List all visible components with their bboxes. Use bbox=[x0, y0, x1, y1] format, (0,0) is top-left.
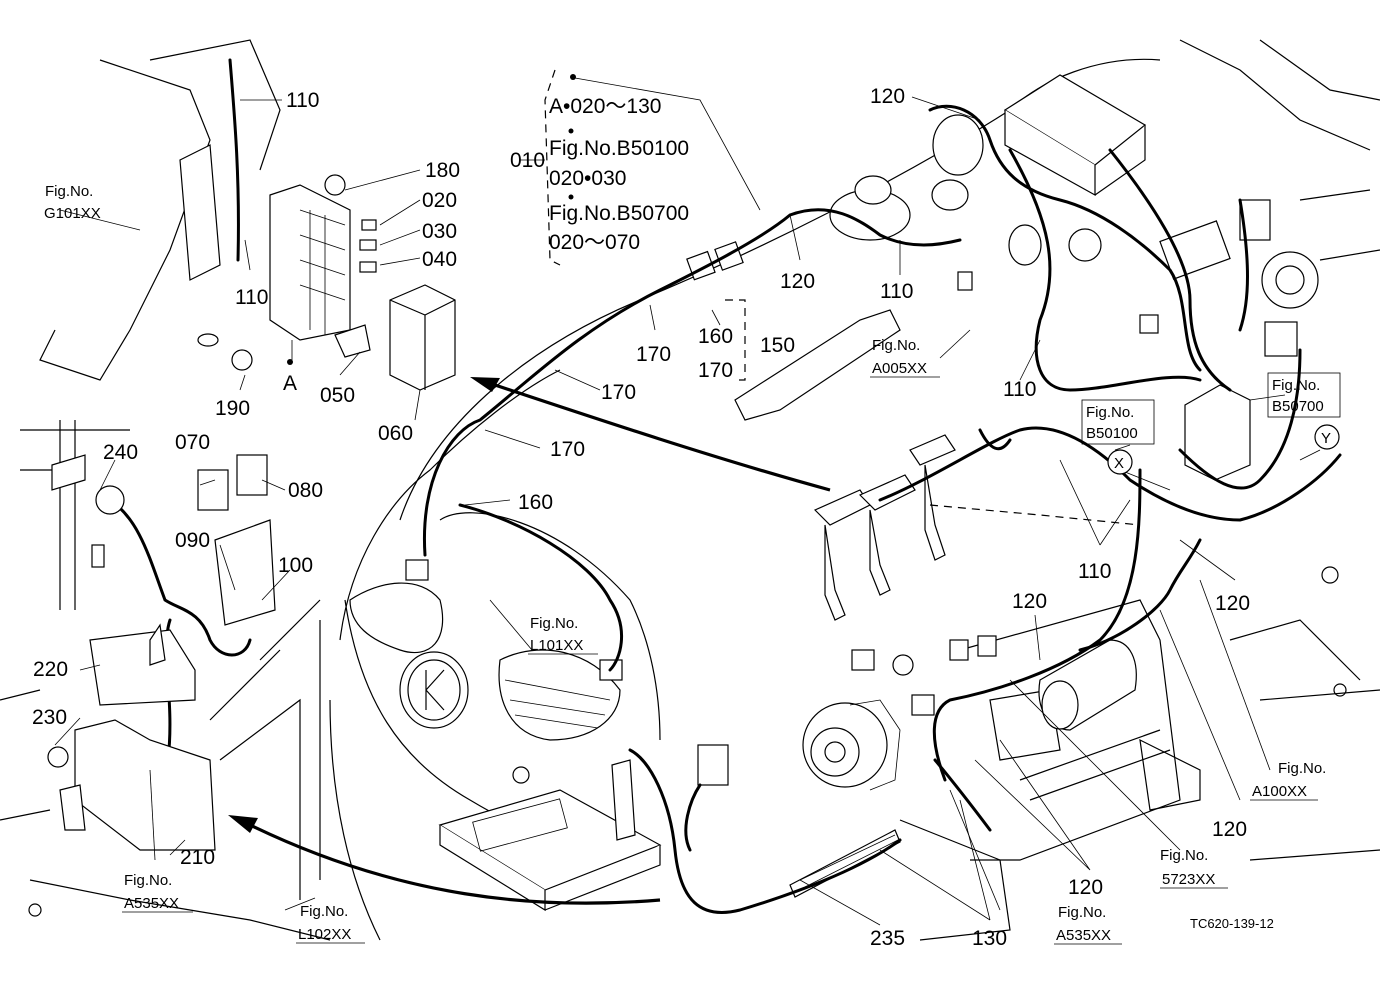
callout-120: 120 bbox=[780, 270, 815, 293]
callout-a: A bbox=[283, 372, 297, 395]
marker-x bbox=[1107, 449, 1133, 475]
figure-ref-a535xx-bottom: Fig.No. A535XX bbox=[1054, 904, 1122, 945]
note-line: A•020～130 bbox=[549, 95, 661, 118]
callout-120: 120 bbox=[1212, 818, 1247, 841]
callout-170: 170 bbox=[550, 438, 585, 461]
svg-text:Fig.No.: Fig.No. bbox=[1086, 404, 1134, 421]
callout-210: 210 bbox=[180, 846, 215, 869]
callout-160: 160 bbox=[698, 325, 733, 348]
svg-text:Fig.No.: Fig.No. bbox=[1160, 847, 1208, 864]
callout-060: 060 bbox=[378, 422, 413, 445]
callout-170: 170 bbox=[698, 359, 733, 382]
svg-text:B50700: B50700 bbox=[1272, 398, 1324, 415]
svg-text:G101XX: G101XX bbox=[44, 205, 101, 222]
direction-arrows bbox=[228, 377, 831, 905]
figure-ref-l102xx: Fig.No. L102XX bbox=[296, 903, 365, 944]
figure-ref-b50700: Fig.No. B50700 bbox=[1267, 372, 1341, 418]
fuse-box-assembly bbox=[47, 174, 456, 851]
svg-text:Fig.No.: Fig.No. bbox=[45, 183, 93, 200]
callout-110: 110 bbox=[1078, 560, 1111, 583]
svg-text:5723XX: 5723XX bbox=[1162, 871, 1215, 888]
callout-050: 050 bbox=[320, 384, 355, 407]
callout-240: 240 bbox=[103, 441, 138, 464]
drawing-code: TC620-139-12 bbox=[1190, 916, 1274, 931]
callout-110: 110 bbox=[880, 280, 913, 303]
svg-text:Fig.No.: Fig.No. bbox=[1278, 760, 1326, 777]
guide-lines bbox=[544, 69, 1141, 526]
marker-y-label: Y bbox=[1321, 430, 1331, 447]
callout-020: 020 bbox=[422, 189, 457, 212]
figure-ref-a005xx: Fig.No. A005XX bbox=[870, 337, 940, 378]
marker-y bbox=[1314, 424, 1340, 450]
figure-ref-5723xx: Fig.No. 5723XX bbox=[1160, 847, 1228, 889]
callout-235: 235 bbox=[870, 927, 905, 950]
callout-180: 180 bbox=[425, 159, 460, 182]
figure-ref-b50100: Fig.No. B50100 bbox=[1081, 399, 1155, 445]
svg-text:A100XX: A100XX bbox=[1252, 783, 1307, 800]
figure-ref-a100xx: Fig.No. A100XX bbox=[1250, 760, 1326, 801]
callout-070: 070 bbox=[175, 431, 210, 454]
svg-text:Fig.No.: Fig.No. bbox=[530, 615, 578, 632]
callout-110: 110 bbox=[1003, 378, 1036, 401]
note-line: 020•030 bbox=[549, 167, 626, 190]
svg-text:Fig.No.: Fig.No. bbox=[872, 337, 920, 354]
svg-text:A005XX: A005XX bbox=[872, 360, 927, 377]
callout-110: 110 bbox=[286, 89, 319, 112]
note-line: Fig.No.B50700 bbox=[549, 202, 689, 225]
callout-080: 080 bbox=[288, 479, 323, 502]
callout-160: 160 bbox=[518, 491, 553, 514]
svg-text:Fig.No.: Fig.No. bbox=[124, 872, 172, 889]
note-line: 020～070 bbox=[549, 231, 640, 254]
svg-text:A535XX: A535XX bbox=[124, 895, 179, 912]
callout-100: 100 bbox=[278, 554, 313, 577]
callout-150: 150 bbox=[760, 334, 795, 357]
callout-120: 120 bbox=[870, 85, 905, 108]
svg-text:Fig.No.: Fig.No. bbox=[1058, 904, 1106, 921]
callout-labels: 110 110 180 020 030 040 050 060 190 A 01… bbox=[32, 85, 1250, 950]
svg-text:B50100: B50100 bbox=[1086, 425, 1138, 442]
connection-markers: X Y bbox=[1107, 424, 1340, 475]
svg-text:L102XX: L102XX bbox=[298, 926, 351, 943]
callout-110: 110 bbox=[235, 286, 268, 309]
callout-040: 040 bbox=[422, 248, 457, 271]
callout-170: 170 bbox=[636, 343, 671, 366]
callout-190: 190 bbox=[215, 397, 250, 420]
callout-130: 130 bbox=[972, 927, 1007, 950]
callout-230: 230 bbox=[32, 706, 67, 729]
callout-120: 120 bbox=[1012, 590, 1047, 613]
note-line: Fig.No.B50100 bbox=[549, 137, 689, 160]
figure-ref-l101xx: Fig.No. L101XX bbox=[528, 615, 598, 655]
tractor-body-outline bbox=[0, 39, 1380, 941]
callout-120: 120 bbox=[1215, 592, 1250, 615]
callout-220: 220 bbox=[33, 658, 68, 681]
figure-ref-a535xx-left: Fig.No. A535XX bbox=[122, 872, 193, 913]
leader-lines bbox=[54, 77, 1321, 926]
callout-120: 120 bbox=[1068, 876, 1103, 899]
figure-ref-g101xx: Fig.No. G101XX bbox=[44, 183, 101, 222]
figure-references: Fig.No. G101XX Fig.No. A005XX Fig.No. B5… bbox=[44, 183, 1341, 945]
svg-text:A535XX: A535XX bbox=[1056, 927, 1111, 944]
marker-x-label: X bbox=[1114, 455, 1124, 472]
svg-text:Fig.No.: Fig.No. bbox=[1272, 377, 1320, 394]
svg-text:L101XX: L101XX bbox=[530, 637, 583, 654]
callout-010: 010 bbox=[510, 149, 545, 172]
callout-note-010: A•020～130 Fig.No.B50100 020•030 Fig.No.B… bbox=[549, 74, 689, 254]
callout-170: 170 bbox=[601, 381, 636, 404]
svg-text:Fig.No.: Fig.No. bbox=[300, 903, 348, 920]
callout-090: 090 bbox=[175, 529, 210, 552]
callout-030: 030 bbox=[422, 220, 457, 243]
